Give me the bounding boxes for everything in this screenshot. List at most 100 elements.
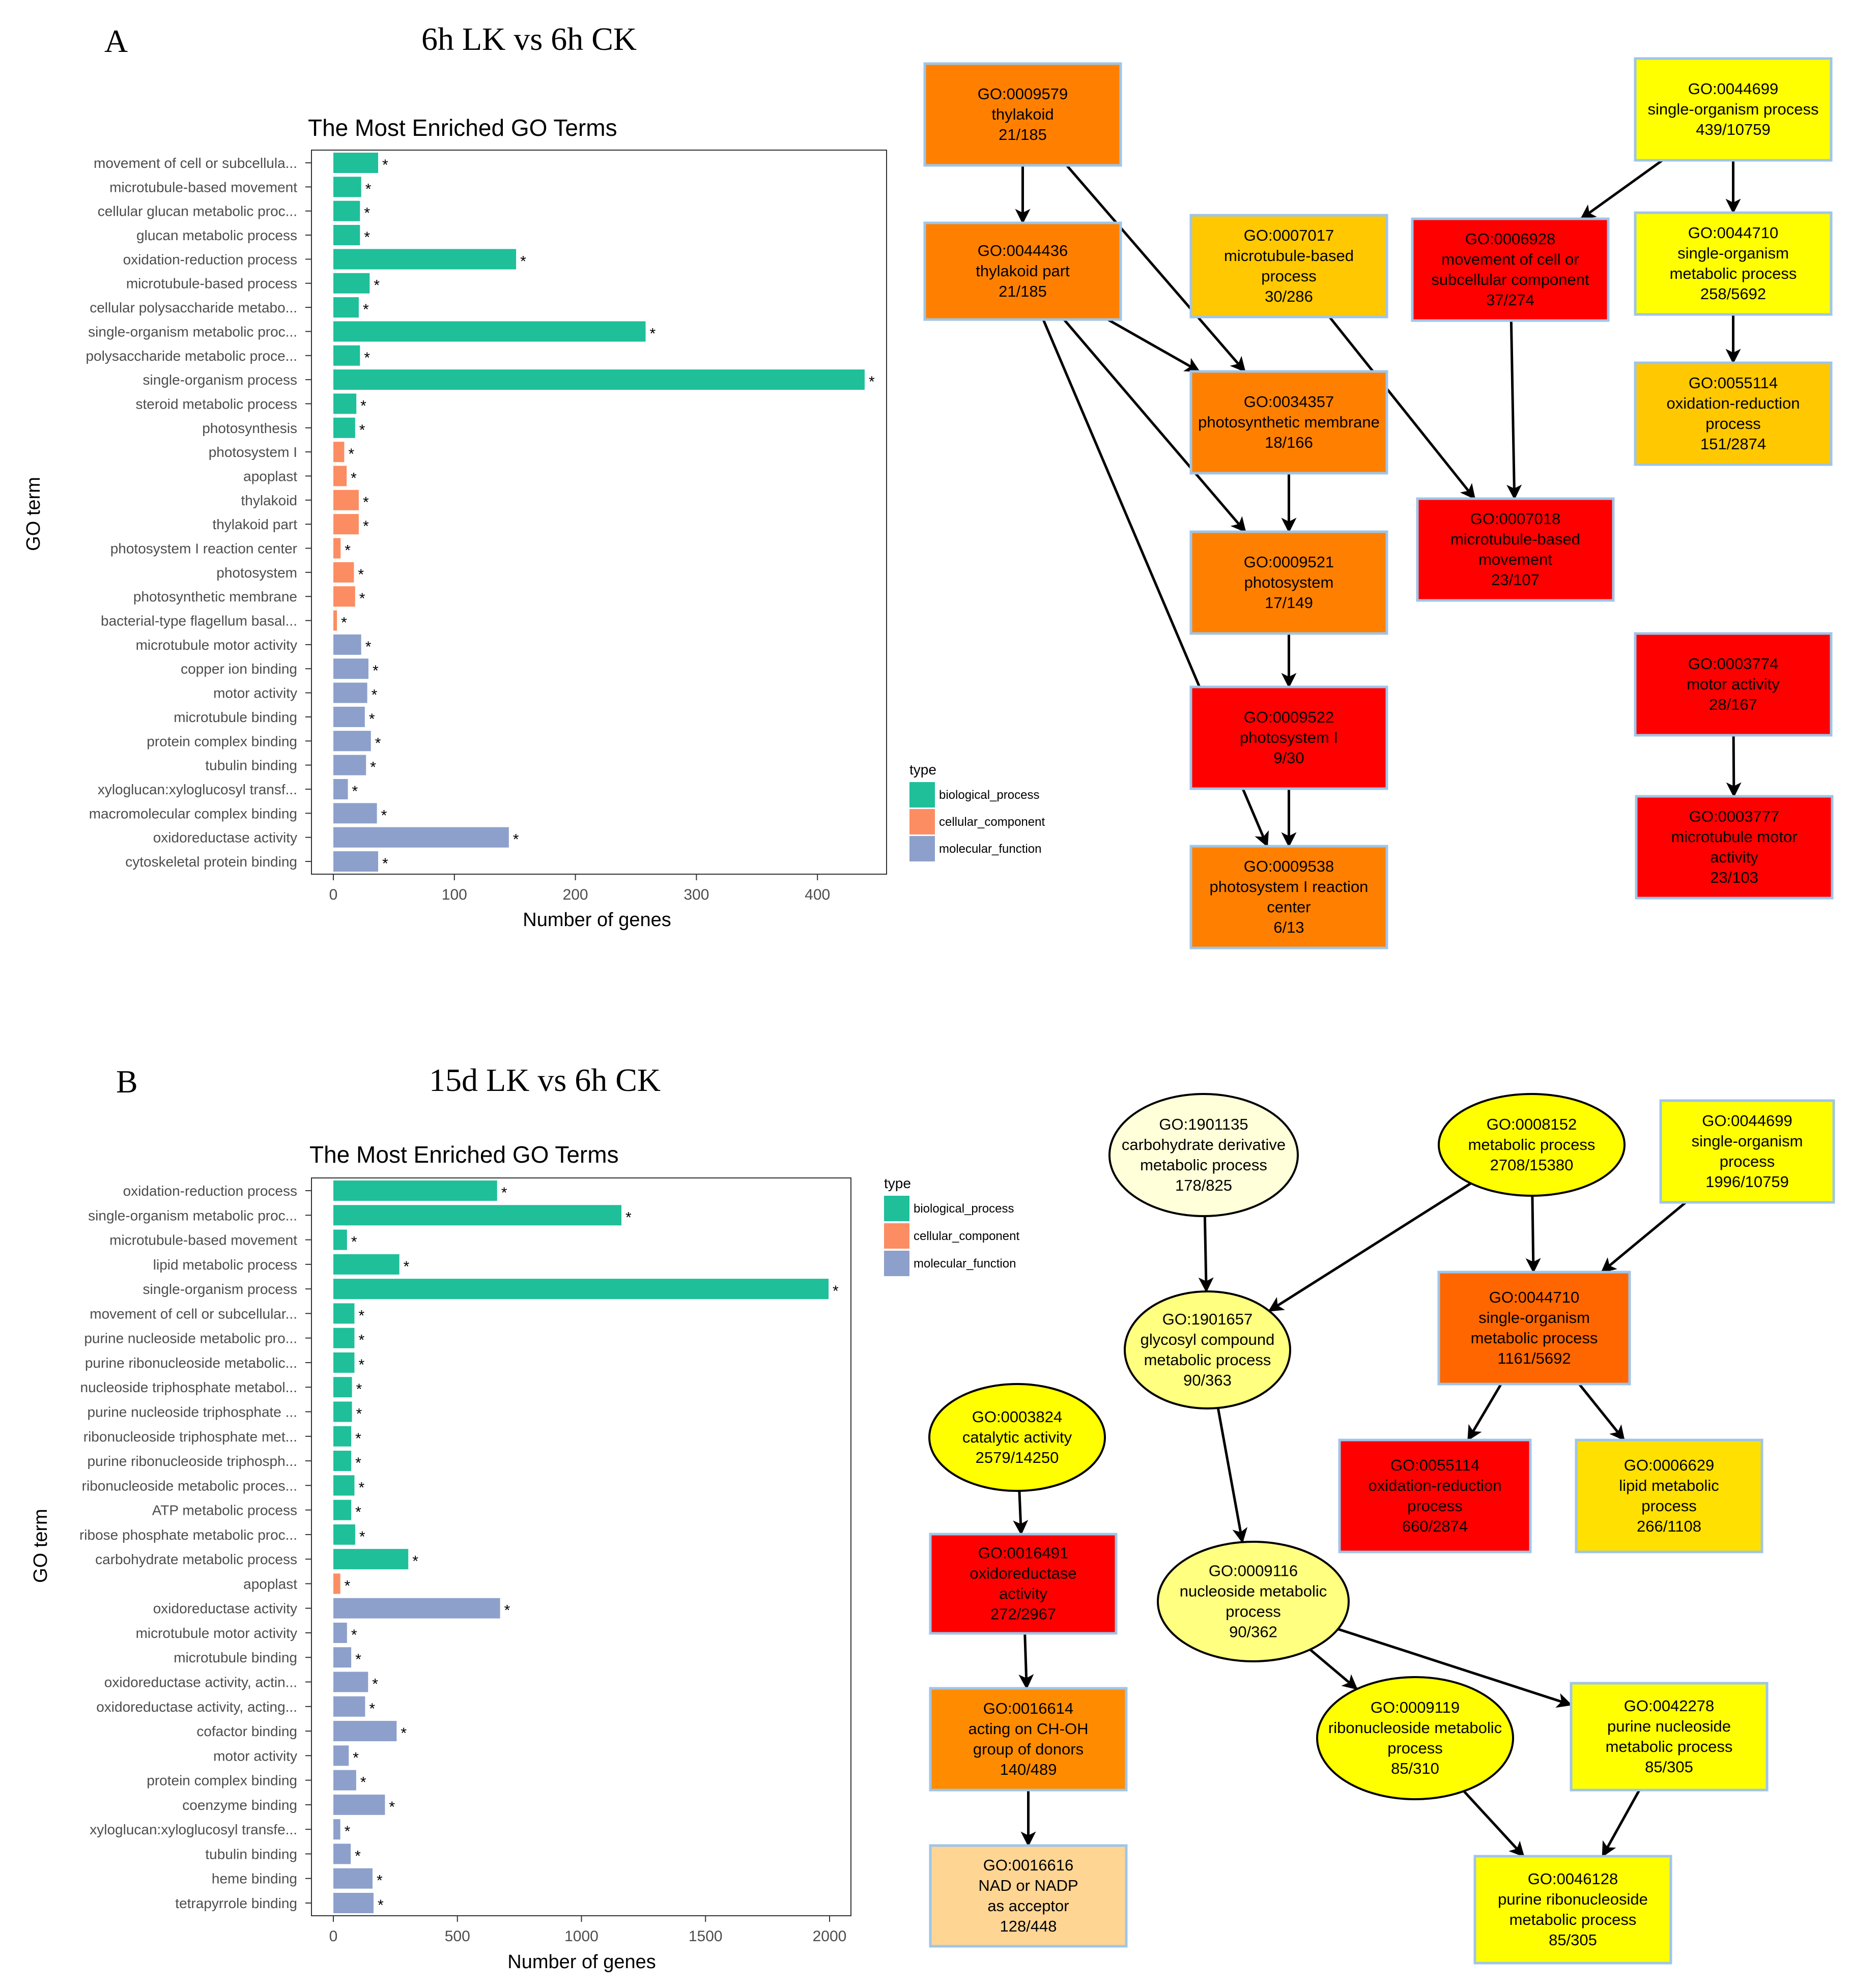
chart-b-significance-marker: *	[353, 1749, 359, 1766]
chart-a-category-label: oxidation-reduction process	[123, 251, 297, 267]
chart-b-bar	[333, 1843, 351, 1864]
chart-a-category-label: xyloglucan:xyloglucosyl transf...	[98, 782, 297, 797]
chart-a-bar	[333, 321, 646, 342]
chart-a-bar	[333, 562, 354, 583]
chart-b-category-label: tetrapyrrole binding	[175, 1895, 297, 1911]
graph-a-node-text: GO:0006928	[1465, 230, 1556, 248]
chart-a-significance-marker: *	[375, 735, 381, 752]
panel-b-letter: B	[116, 1063, 138, 1100]
chart-b-category-label: microtubule motor activity	[136, 1625, 297, 1641]
chart-a-bar	[333, 466, 347, 486]
chart-b-significance-marker: *	[360, 1774, 366, 1791]
chart-b-significance-marker: *	[501, 1185, 507, 1201]
graph-b-node-box	[1338, 1438, 1532, 1553]
chart-b-x-tick-label: 1500	[689, 1928, 723, 1945]
graph-a-node-box	[1189, 370, 1388, 475]
chart-a-category-label: photosystem	[216, 565, 297, 581]
graph-b-edge-arrow	[1601, 1789, 1641, 1858]
graph-a-node-text: 21/185	[999, 126, 1047, 143]
chart-a-category-label: photosynthesis	[202, 420, 297, 436]
chart-a-significance-marker: *	[382, 855, 388, 872]
chart-b-significance-marker: *	[401, 1725, 407, 1742]
panel-a-comparison-title: 6h LK vs 6h CK	[421, 21, 637, 57]
graph-a-node-box	[1189, 530, 1388, 635]
legend-b-label-cellular-component: cellular_component	[914, 1229, 1019, 1243]
graph-a-node-text: photosystem I	[1240, 729, 1338, 746]
chart-a-bar	[333, 417, 355, 438]
legend-a-swatch-biological-process	[909, 782, 935, 808]
graph-b-node-box	[1473, 1855, 1672, 1965]
chart-b-significance-marker: *	[355, 1848, 361, 1864]
graph-b-node-text: process	[1387, 1739, 1443, 1757]
chart-a-x-tick-label: 100	[442, 886, 467, 903]
graph-b-node-text: NAD or NADP	[978, 1877, 1078, 1894]
chart-b-bar	[333, 1229, 347, 1250]
panel-a-letter: A	[104, 23, 128, 59]
chart-a-bar	[333, 586, 355, 607]
graph-a-node-text: photosynthetic membrane	[1198, 413, 1380, 431]
chart-b-significance-marker: *	[404, 1258, 410, 1275]
chart-a-x-tick-label: 400	[805, 886, 830, 903]
graph-b-node-ellipse	[1108, 1093, 1299, 1217]
graph-b-node-text: ribonucleoside metabolic	[1328, 1719, 1502, 1737]
graph-a-node-box	[1634, 361, 1833, 466]
graph-b-node-text: glycosyl compound	[1141, 1331, 1275, 1348]
graph-b-node-text: oxidoreductase	[970, 1565, 1076, 1582]
chart-a-bar	[333, 177, 361, 197]
chart-b-significance-marker: *	[412, 1553, 418, 1570]
graph-b-node-box	[1575, 1438, 1763, 1553]
legend-a-swatch-molecular-function	[909, 836, 935, 861]
graph-b-node-text: 85/305	[1645, 1758, 1693, 1776]
graph-b-node-text: GO:0016614	[983, 1699, 1074, 1717]
chart-a-significance-marker: *	[369, 711, 375, 728]
chart-a-bar	[333, 200, 360, 221]
chart-a-category-label: thylakoid	[241, 493, 297, 508]
chart-a-significance-marker: *	[374, 277, 380, 294]
legend-b-title: type	[884, 1175, 911, 1191]
graph-a-node-text: 151/2874	[1700, 435, 1766, 453]
chart-b-significance-marker: *	[833, 1283, 839, 1300]
chart-a-bar	[333, 682, 367, 703]
chart-b-category-label: microtubule-based movement	[109, 1232, 297, 1248]
graph-b-node-ellipse	[1124, 1290, 1291, 1409]
graph-b-node-text: GO:0009116	[1209, 1562, 1298, 1580]
chart-a-panel-border	[311, 150, 887, 875]
chart-a-bar	[333, 731, 371, 752]
graph-a-node-box	[1635, 795, 1834, 900]
chart-b-bar	[333, 1622, 347, 1643]
chart-a-bar	[333, 827, 509, 848]
graph-b-node-text: metabolic process	[1606, 1738, 1733, 1755]
graph-b-edge-arrow	[1467, 1383, 1502, 1442]
chart-a-bar	[333, 634, 361, 655]
graph-b-node-text: lipid metabolic	[1619, 1477, 1719, 1494]
graph-b-node-text: metabolic process	[1140, 1156, 1267, 1174]
graph-a-node: GO:0007018microtubule-basedmovement23/10…	[1416, 497, 1615, 602]
graph-b-node-text: group of donors	[973, 1740, 1084, 1758]
graph-a-node-text: GO:0003774	[1688, 655, 1779, 673]
graph-b-node-text: 178/825	[1175, 1176, 1232, 1194]
chart-b-x-tick-label: 1000	[564, 1928, 599, 1945]
chart-b-bar	[333, 1303, 355, 1324]
graph-b-edge-arrow	[1337, 1628, 1573, 1708]
chart-b-bar	[333, 1352, 355, 1373]
graph-b-node-text: 660/2874	[1402, 1517, 1468, 1535]
graph-b-node-ellipse	[928, 1383, 1106, 1492]
chart-a-category-label: polysaccharide metabolic proce...	[86, 348, 297, 364]
graph-b-node-text: single-organism	[1478, 1309, 1590, 1327]
chart-b-significance-marker: *	[358, 1332, 364, 1349]
chart-a-significance-marker: *	[345, 542, 351, 559]
chart-a-significance-marker: *	[363, 301, 369, 318]
graph-b-node-box	[1437, 1271, 1631, 1386]
graph-b-node-text: GO:1901135	[1159, 1115, 1248, 1133]
chart-a-significance-marker: *	[364, 205, 370, 222]
graph-a-node-text: single-organism process	[1648, 100, 1819, 118]
chart-a-bar	[333, 225, 360, 246]
chart-a-significance-marker: *	[364, 229, 370, 246]
graph-b-node-text: 266/1108	[1637, 1517, 1701, 1535]
chart-a-significance-marker: *	[348, 446, 354, 463]
chart-b-category-label: coenzyme binding	[182, 1797, 297, 1813]
